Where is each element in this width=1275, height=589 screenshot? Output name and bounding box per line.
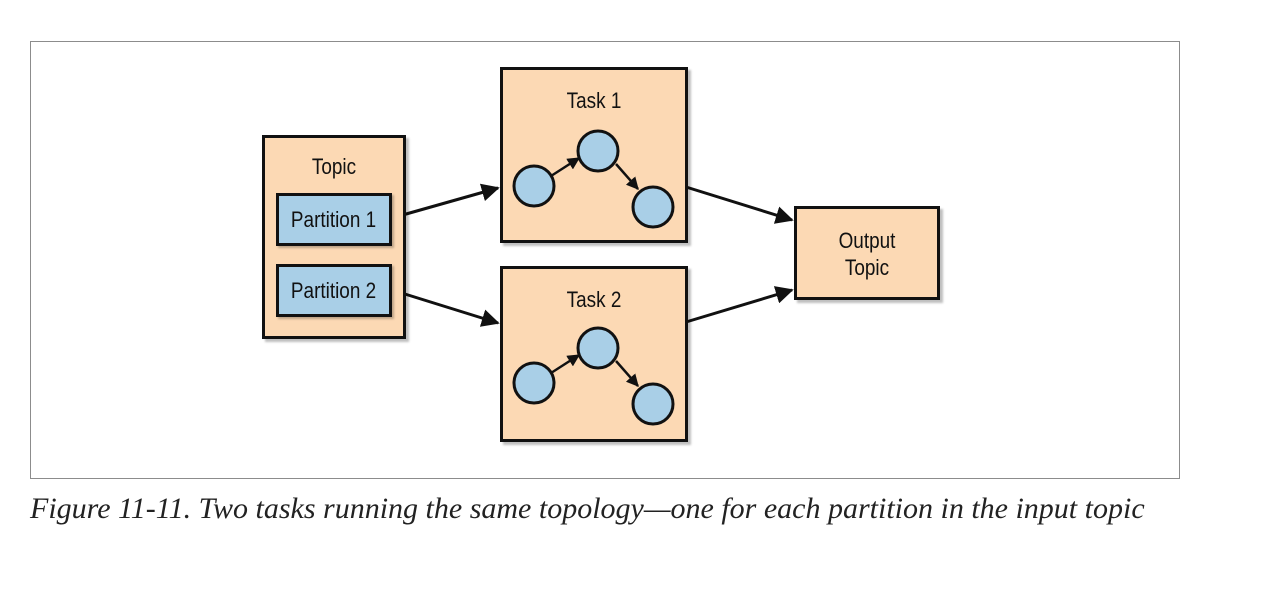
task-1-node-b: [576, 129, 620, 173]
output-topic-line1: Output: [838, 228, 896, 253]
output-topic-box: Output Topic: [794, 206, 940, 300]
output-topic-line2: Topic: [844, 255, 890, 280]
arrow-partition1-to-task1: [391, 183, 500, 220]
task-2-node-b: [576, 326, 620, 370]
topic-title: Topic: [311, 154, 357, 179]
task-2-node-c: [631, 382, 675, 426]
figure-caption: Figure 11-11. Two tasks running the same…: [30, 492, 1145, 525]
task-2-node-a: [512, 361, 556, 405]
partition-2-label: Partition 2: [291, 277, 377, 303]
task-2-title: Task 2: [566, 287, 622, 312]
task-1-node-a: [512, 164, 556, 208]
task-1-node-c: [631, 185, 675, 229]
arrow-partition2-to-task2: [391, 288, 500, 327]
partition-2-box: Partition 2: [276, 264, 392, 317]
output-topic-label: Output Topic: [807, 227, 927, 281]
task-1-topology: [512, 129, 675, 229]
task-1-title: Task 1: [566, 88, 622, 113]
arrow-task1-to-output: [685, 185, 794, 224]
partition-1-box: Partition 1: [276, 193, 392, 246]
arrow-task2-to-output: [685, 286, 794, 324]
task-2-topology: [512, 326, 675, 426]
partition-1-label: Partition 1: [291, 206, 377, 232]
